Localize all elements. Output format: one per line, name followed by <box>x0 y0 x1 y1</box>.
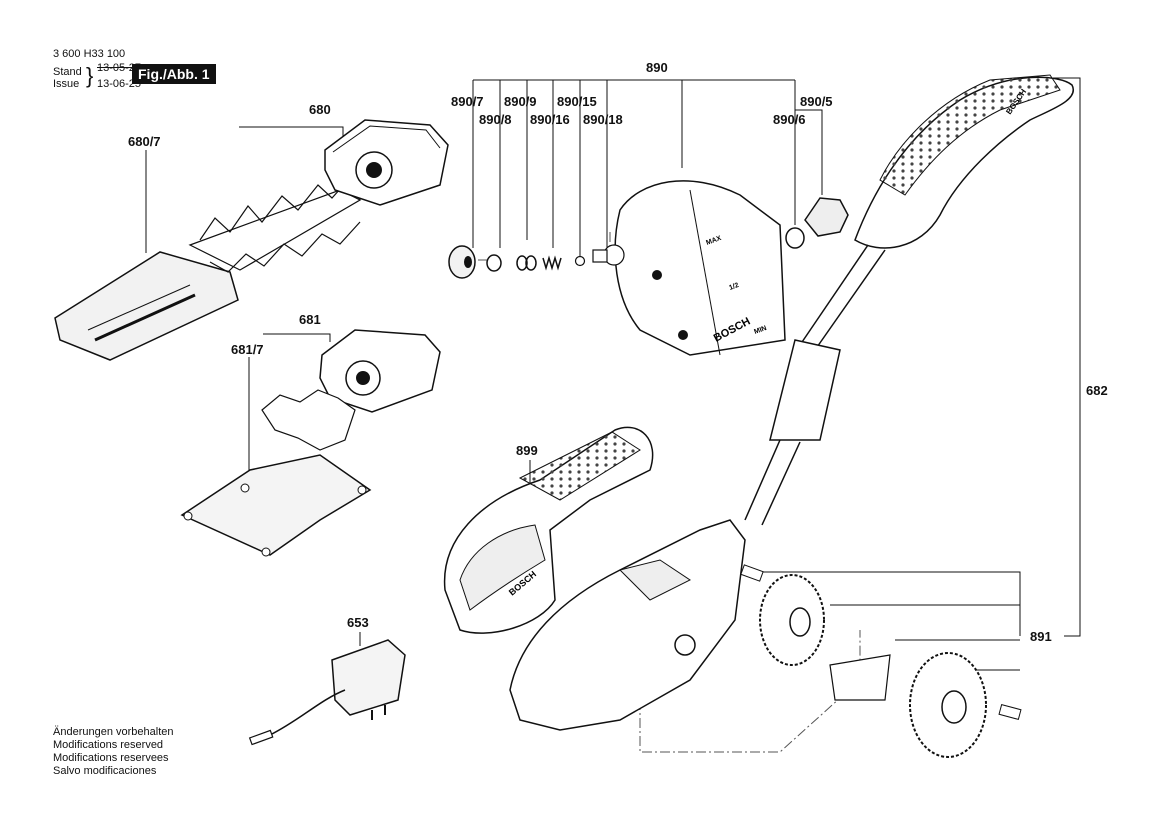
wheel-chassis-891 <box>509 519 1022 758</box>
callout-890-6: 890/6 <box>773 112 806 127</box>
callout-680: 680 <box>309 102 331 117</box>
callout-890-9: 890/9 <box>504 94 537 109</box>
charger-653 <box>248 639 406 746</box>
callout-890-15: 890/15 <box>557 94 597 109</box>
callout-681-7: 681/7 <box>231 342 264 357</box>
note-es: Salvo modificaciones <box>53 765 157 777</box>
callout-899: 899 <box>516 443 538 458</box>
callout-653: 653 <box>347 615 369 630</box>
mode-half-label: 1/2 <box>728 282 740 292</box>
callout-890-5: 890/5 <box>800 94 833 109</box>
callout-680-7: 680/7 <box>128 134 161 149</box>
grass-blade-681 <box>180 329 441 557</box>
note-fr: Modifications reservees <box>53 752 169 764</box>
note-de: Änderungen vorbehalten <box>53 726 174 738</box>
stand-label: Stand <box>53 66 82 78</box>
callout-labels: 680 680/7 681 681/7 653 899 890 890/7 89… <box>128 60 1108 644</box>
issue-date: 13-06-25 <box>97 78 142 90</box>
stand-date: 13-05-27 <box>97 62 142 74</box>
telescopic-handle-682 <box>744 74 1075 526</box>
callout-681: 681 <box>299 312 321 327</box>
notes-block: Änderungen vorbehalten Modifications res… <box>53 726 173 778</box>
callout-890: 890 <box>646 60 668 75</box>
callout-890-16: 890/16 <box>530 112 570 127</box>
mode-min-label: MIN <box>753 325 767 336</box>
small-parts-890 <box>448 197 849 279</box>
tool-body-899 <box>443 426 654 634</box>
callout-891: 891 <box>1030 629 1052 644</box>
callout-890-7: 890/7 <box>451 94 484 109</box>
part-number: 3 600 H33 100 <box>53 48 126 60</box>
callout-682: 682 <box>1086 383 1108 398</box>
figure-label: Fig./Abb. 1 <box>132 64 216 84</box>
callout-890-8: 890/8 <box>479 112 512 127</box>
note-en: Modifications reserved <box>53 739 164 751</box>
callout-890-18: 890/18 <box>583 112 623 127</box>
issue-label: Issue <box>53 78 80 90</box>
brace-icon: } <box>86 63 94 88</box>
battery-unit-890 <box>592 180 786 356</box>
shear-blade-680 <box>54 119 449 361</box>
